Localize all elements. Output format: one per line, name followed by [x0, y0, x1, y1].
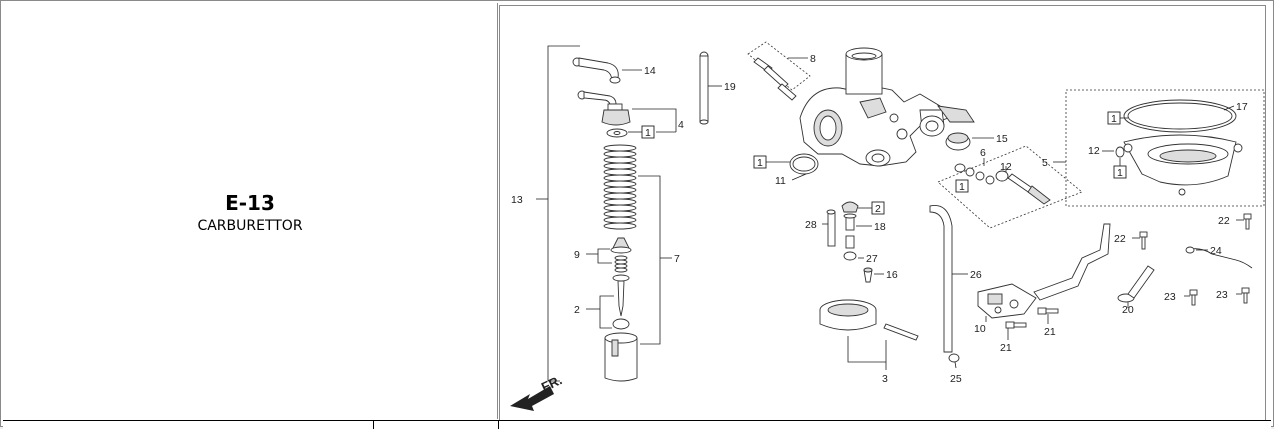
callout-22: 22	[1114, 233, 1126, 245]
part-23-bolt-b	[1241, 287, 1250, 304]
callout-12: 12	[1000, 161, 1012, 173]
callout-15: 15	[996, 133, 1008, 145]
callout-14: 14	[644, 65, 656, 77]
part-27-jet-holder	[843, 235, 857, 261]
part-28-needle-jet	[826, 209, 836, 247]
callout-7: 7	[674, 253, 680, 265]
throttle-slide	[604, 332, 638, 382]
boxed-qty-1-label: 1	[1111, 113, 1117, 125]
part-26-drain-tube	[929, 204, 953, 353]
part-7-spring	[603, 144, 637, 230]
callout-19: 19	[724, 81, 736, 93]
callout-18: 18	[874, 221, 886, 233]
part-9-needle-retainer	[610, 237, 632, 273]
callout-4: 4	[678, 119, 684, 131]
section-title: CARBURETTOR	[197, 218, 303, 234]
section-info-panel: E-13 CARBURETTOR	[3, 3, 498, 419]
callout-3: 3	[882, 373, 888, 385]
part-6-air-screw-group	[937, 145, 1083, 229]
callout-25: 25	[950, 373, 962, 385]
callout-5: 5	[1042, 157, 1048, 169]
boxed-qty-1-label: 1	[645, 127, 651, 139]
callout-24: 24	[1210, 245, 1222, 257]
part-10-auto-choke	[977, 223, 1111, 319]
callout-23: 23	[1164, 291, 1176, 303]
carburettor-body	[799, 47, 975, 167]
table-header-cell	[374, 421, 499, 429]
boxed-qty-1-label: 1	[1117, 167, 1123, 179]
part-16-float-valve	[863, 267, 873, 283]
part-5-float-bowl-group	[1065, 89, 1265, 207]
callout-28: 28	[805, 219, 817, 231]
part-19-vent-tube	[699, 51, 709, 125]
part-18-main-jet	[841, 201, 859, 231]
callout-22: 22	[1218, 215, 1230, 227]
parts-table-header	[3, 420, 1271, 429]
part-21-screw-a	[1005, 321, 1027, 329]
callout-9: 9	[574, 249, 580, 261]
callout-11: 11	[775, 175, 786, 187]
exploded-view-drawing: 13 14 1 4	[510, 41, 1265, 411]
callout-27: 27	[866, 253, 878, 265]
table-header-cell	[499, 421, 1269, 429]
callout-20: 20	[1122, 304, 1134, 316]
callout-8: 8	[810, 53, 816, 65]
part-8-pilot-screw-group	[747, 41, 811, 101]
boxed-qty-1-label: 1	[959, 181, 965, 193]
callout-16: 16	[886, 269, 898, 281]
boxed-qty-1	[955, 179, 969, 193]
bracket-13	[536, 45, 580, 382]
callout-21: 21	[1000, 342, 1012, 354]
part-25-tube-clip	[948, 353, 960, 363]
callout-2: 2	[574, 304, 580, 316]
boxed-qty-2-label: 2	[875, 203, 881, 215]
part-21-screw-b	[1037, 307, 1059, 315]
part-14-elbow-tube	[572, 57, 621, 84]
table-header-cell	[3, 421, 374, 429]
callout-26: 26	[970, 269, 982, 281]
part-22-bolt-b	[1243, 213, 1252, 230]
callout-12: 12	[1088, 145, 1100, 157]
callout-23: 23	[1216, 289, 1228, 301]
part-3-float	[819, 299, 919, 341]
part-4-carb-cap	[577, 90, 631, 138]
section-code: E-13	[225, 191, 275, 215]
part-11-o-ring	[789, 153, 819, 175]
callout-13: 13	[511, 194, 523, 206]
callout-6: 6	[980, 147, 986, 159]
boxed-qty-1	[641, 125, 655, 139]
part-23-bolt-a	[1189, 289, 1198, 306]
part-15-rubber-cap	[945, 132, 971, 151]
boxed-qty-1-label: 1	[757, 157, 763, 169]
part-2-jet-needle	[612, 274, 630, 330]
part-24-wire-clip	[1185, 246, 1253, 269]
callout-17: 17	[1236, 101, 1248, 113]
front-label: FR.	[539, 372, 564, 394]
part-20-pivot-pin	[1117, 265, 1155, 303]
callout-21: 21	[1044, 326, 1056, 338]
part-22-bolt-a	[1139, 231, 1148, 250]
parts-diagram: 13 14 1 4	[499, 5, 1266, 421]
front-direction-arrow: FR.	[510, 372, 564, 411]
callout-10: 10	[974, 323, 986, 335]
